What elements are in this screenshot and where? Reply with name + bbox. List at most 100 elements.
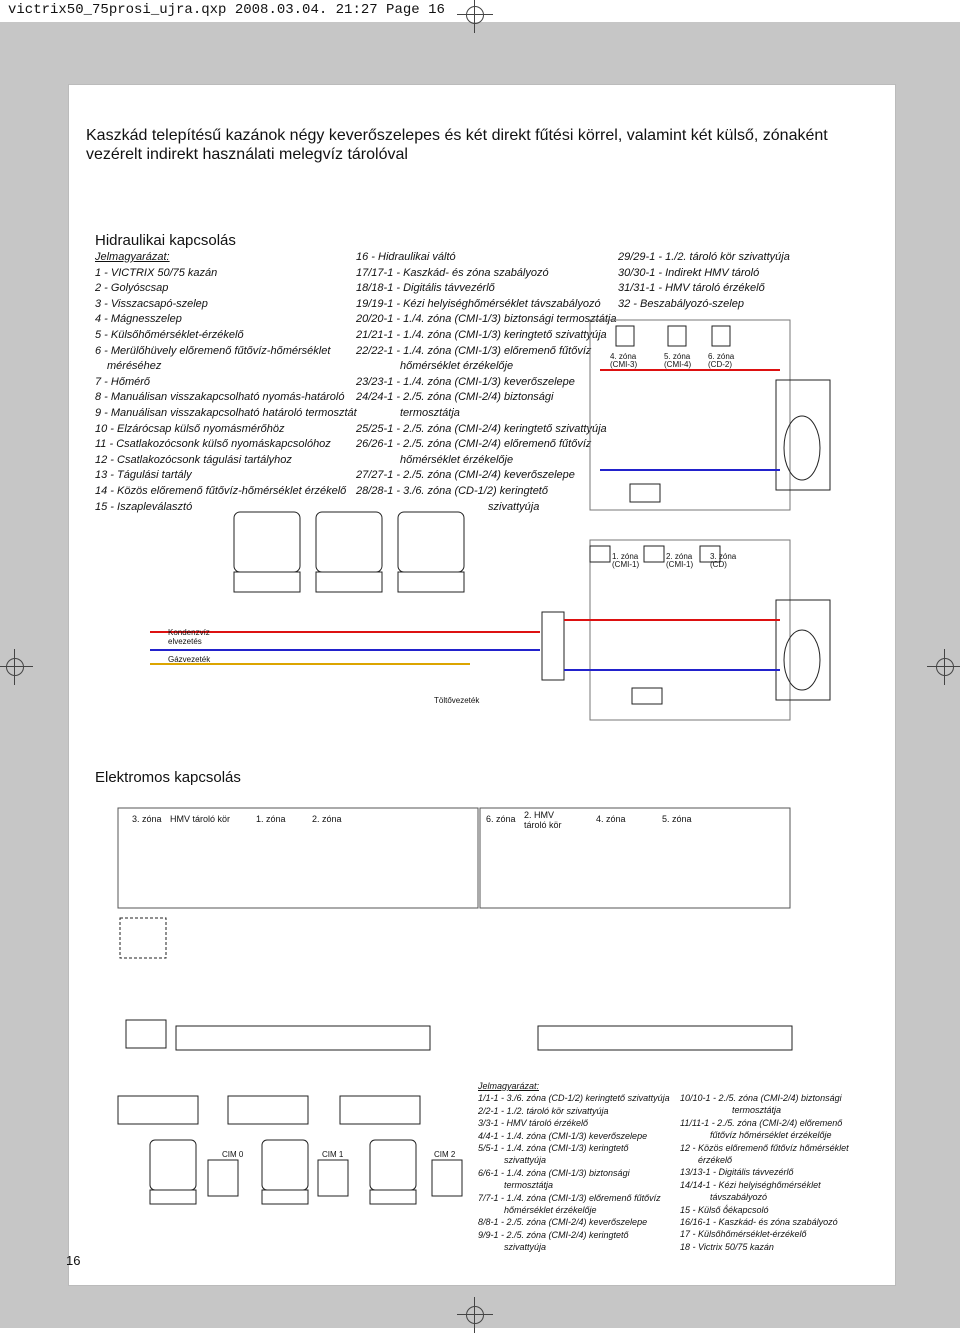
legend-item: 18 - Victrix 50/75 kazán	[680, 1241, 774, 1252]
legend-item: 12 - Csatlakozócsonk tágulási tartályhoz	[95, 453, 292, 466]
legend-item: 17/17-1 - Kaszkád- és zóna szabályozó	[356, 266, 549, 279]
legend-item: távszabályozó	[710, 1192, 768, 1203]
page-number: 16	[66, 1253, 81, 1268]
legend-item: 10 - Elzárócsap külső nyomásmérőhöz	[95, 422, 285, 435]
zone-label: (CMI-1)	[612, 560, 640, 569]
legend-item: 1 - VICTRIX 50/75 kazán	[95, 266, 218, 279]
legend-item: 6 - Merülőhüvely előremenő fűtővíz-hőmér…	[95, 344, 331, 357]
legend-item: 30/30-1 - Indirekt HMV tároló	[618, 266, 760, 279]
zone-label: (CD)	[710, 560, 727, 569]
legend-item: 5/5-1 - 1./4. zóna (CMI-1/3) keringtető	[478, 1143, 629, 1154]
legend-item: 8 - Manuálisan visszakapcsolható nyomás-…	[95, 391, 345, 404]
condensate-label: Kondenzvíz	[168, 628, 210, 637]
legend-item: 2 - Golyóscsap	[95, 282, 169, 295]
schematic-drawings	[117, 319, 831, 1205]
legend-item: 1/1-1 - 3./6. zóna (CD-1/2) keringtető s…	[478, 1093, 670, 1104]
legend-item: 5 - Külsőhőmérséklet-érzékelő	[95, 328, 244, 341]
legend-item: 11/11-1 - 2./5. zóna (CMI-2/4) előremenő	[680, 1117, 843, 1128]
crop-mark-icon	[927, 649, 960, 685]
zone-label: (CMI-1)	[666, 560, 694, 569]
legend-item: 11 - Csatlakozócsonk külső nyomáskapcsol…	[95, 438, 331, 451]
electric-heading: Elektromos kapcsolás	[95, 769, 241, 786]
left-gray-band	[0, 84, 68, 1328]
legend-item: 21/21-1 - 1./4. zóna (CMI-1/3) keringtet…	[356, 328, 607, 341]
hydraulic-legend-col3: 29/29-1 - 1./2. tároló kör szivattyúja 3…	[618, 250, 790, 312]
tab-zone-4: 4. zóna	[596, 814, 626, 824]
tab-zone-1: 1. zóna	[256, 814, 286, 824]
legend-item: 12 - Közös előremenő fűtővíz hőmérséklet	[680, 1142, 849, 1153]
zone-label: 4. zóna	[610, 352, 637, 361]
legend-item: 24/24-1 - 2./5. zóna (CMI-2/4) biztonság…	[356, 391, 554, 404]
zone-label: 5. zóna	[664, 352, 691, 361]
legend-head: Jelmagyarázat:	[478, 1081, 540, 1091]
cim-label: CIM 2	[434, 1150, 456, 1159]
legend-item: 13/13-1 - Digitális távvezérlő	[680, 1167, 794, 1178]
tab-zone-5: 5. zóna	[662, 814, 692, 824]
legend-item: szivattyúja	[488, 500, 540, 513]
legend-item: 4 - Mágnesszelep	[95, 313, 182, 326]
crop-mark-icon	[457, 0, 493, 33]
legend-item: 17 - Külsőhőmérséklet-érzékelő	[680, 1229, 807, 1240]
tab-zone-2: 2. zóna	[312, 814, 342, 824]
legend-item: 16 - Hidraulikai váltó	[356, 251, 456, 263]
legend-item: hőmérséklet érzékelője	[400, 453, 514, 466]
legend-item: 7 - Hőmérő	[95, 375, 151, 388]
hydraulic-heading: Hidraulikai kapcsolás	[95, 232, 236, 249]
zone-label: 6. zóna	[708, 352, 735, 361]
legend-item: 3 - Visszacsapó-szelep	[95, 297, 208, 310]
gas-line-label: Gázvezeték	[168, 655, 211, 664]
page-title: Kaszkád telepítésű kazánok négy keverősz…	[86, 127, 828, 163]
legend-item: hőmérséklet érzékelője	[400, 360, 514, 373]
tab-zone-3: 3. zóna	[132, 814, 162, 824]
print-header: victrix50_75prosi_ujra.qxp 2008.03.04. 2…	[8, 2, 445, 18]
legend-item: 22/22-1 - 1./4. zóna (CMI-1/3) előremenő…	[356, 344, 592, 357]
legend-item: 14/14-1 - Kézi helyiséghőmérséklet	[680, 1179, 821, 1190]
zone-label: (CD-2)	[708, 360, 732, 369]
legend-item: 4/4-1 - 1./4. zóna (CMI-1/3) keverőszele…	[478, 1130, 648, 1141]
legend-item: 18/18-1 - Digitális távvezérlő	[356, 282, 495, 295]
legend-item: 29/29-1 - 1./2. tároló kör szivattyúja	[618, 251, 790, 263]
hydraulic-legend-col1: Jelmagyarázat: 1 - VICTRIX 50/75 kazán 2…	[95, 250, 357, 515]
condensate-label: elvezetés	[168, 637, 202, 646]
legend-item: szivattyúja	[504, 1155, 547, 1166]
legend-item: 26/26-1 - 2./5. zóna (CMI-2/4) előremenő…	[356, 438, 592, 451]
legend-item: termosztátja	[732, 1105, 782, 1116]
zone-label: 3. zóna	[710, 552, 737, 561]
legend-item: 9 - Manuálisan visszakapcsolható határol…	[95, 406, 357, 419]
crop-mark-icon	[457, 1297, 493, 1333]
legend-item: érzékelő	[698, 1155, 733, 1166]
legend-item: 20/20-1 - 1./4. zóna (CMI-1/3) biztonság…	[356, 313, 617, 326]
electric-legend-colA: Jelmagyarázat: 1/1-1 - 3./6. zóna (CD-1/…	[478, 1080, 670, 1254]
tab-hmv: HMV tároló kör	[170, 814, 231, 824]
legend-item: termosztátja	[400, 406, 460, 419]
legend-item: 13 - Tágulási tartály	[95, 469, 192, 482]
legend-item: 25/25-1 - 2./5. zóna (CMI-2/4) keringtet…	[356, 422, 607, 435]
zone-label: 2. zóna	[666, 552, 693, 561]
zone-label: (CMI-4)	[664, 360, 692, 369]
cim-label: CIM 0	[222, 1150, 244, 1159]
legend-item: 16/16-1 - Kaszkád- és zóna szabályozó	[680, 1217, 838, 1228]
tab-zone-6: 6. zóna	[486, 814, 516, 824]
legend-item: 28/28-1 - 3./6. zóna (CD-1/2) keringtető	[356, 484, 548, 497]
legend-item: 6/6-1 - 1./4. zóna (CMI-1/3) biztonsági	[478, 1167, 630, 1178]
legend-item: 31/31-1 - HMV tároló érzékelő	[618, 282, 765, 295]
legend-item: 23/23-1 - 1./4. zóna (CMI-1/3) keverősze…	[356, 375, 575, 388]
legend-item: 9/9-1 - 2./5. zóna (CMI-2/4) keringtető	[478, 1229, 629, 1240]
legend-item: 32 - Beszabályozó-szelep	[618, 297, 744, 310]
legend-item: fűtővíz hőmérséklet érzékelője	[710, 1130, 832, 1141]
legend-item: méréséhez	[107, 360, 162, 373]
legend-item: hőmérséklet érzékelője	[504, 1205, 597, 1216]
legend-item: 27/27-1 - 2./5. zóna (CMI-2/4) keverősze…	[356, 469, 575, 482]
top-gray-band	[0, 22, 960, 84]
electric-legend-colB: 10/10-1 - 2./5. zóna (CMI-2/4) biztonság…	[680, 1092, 849, 1253]
crop-mark-icon	[0, 649, 33, 685]
right-gray-band	[894, 84, 960, 1328]
legend-item: 7/7-1 - 1./4. zóna (CMI-1/3) előremenő f…	[478, 1192, 661, 1203]
tab-hmv-2: 2. HMV tároló kör	[524, 810, 562, 830]
page-sheet	[68, 84, 896, 1286]
fill-line-label: Töltővezeték	[434, 696, 480, 705]
legend-item: 15 - Külső ő́ékapcsoló	[680, 1204, 769, 1215]
legend-item: 15 - Iszapleválasztó	[95, 500, 193, 513]
legend-item: termosztátja	[504, 1180, 554, 1191]
legend-item: 19/19-1 - Kézi helyiséghőmérséklet távsz…	[356, 297, 601, 310]
